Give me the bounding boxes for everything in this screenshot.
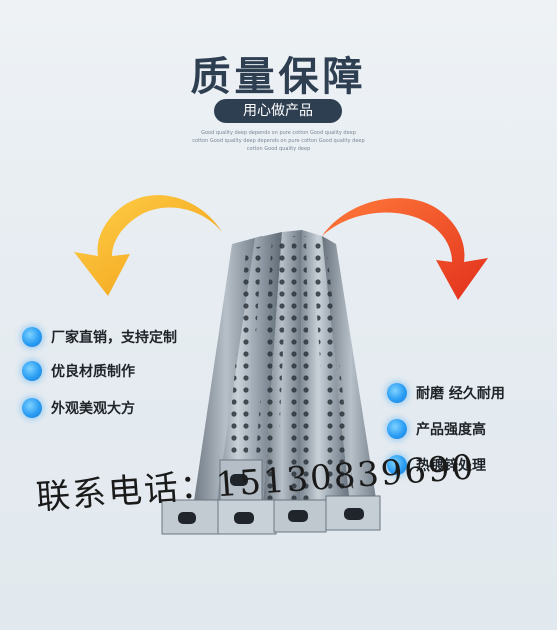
left-arrow-icon bbox=[74, 195, 222, 296]
bullet-icon bbox=[22, 361, 42, 381]
subtitle-badge: 用心做产品 bbox=[214, 99, 342, 123]
feature-label: 热镀锌处理 bbox=[416, 458, 486, 474]
fine-print-line: Good quality deep depends on pure cotton… bbox=[201, 130, 356, 136]
feature-left-1: 厂家直销，支持定制 bbox=[22, 327, 177, 347]
right-arrow-icon bbox=[322, 198, 488, 300]
feature-label: 产品强度高 bbox=[416, 422, 486, 438]
bullet-icon bbox=[22, 327, 42, 347]
feature-right-1: 耐磨 经久耐用 bbox=[387, 383, 505, 403]
feature-left-2: 优良材质制作 bbox=[22, 361, 135, 381]
feature-label: 耐磨 经久耐用 bbox=[416, 386, 505, 402]
bullet-icon bbox=[387, 383, 407, 403]
feature-label: 厂家直销，支持定制 bbox=[51, 330, 177, 346]
feature-label: 外观美观大方 bbox=[51, 401, 135, 417]
fine-print-line: cotton Good quality deep bbox=[246, 146, 311, 152]
feature-label: 优良材质制作 bbox=[51, 364, 135, 380]
bullet-icon bbox=[387, 455, 407, 475]
bullet-icon bbox=[387, 419, 407, 439]
bullet-icon bbox=[22, 398, 42, 418]
feature-left-3: 外观美观大方 bbox=[22, 398, 135, 418]
feature-right-3: 热镀锌处理 bbox=[387, 455, 486, 475]
fine-print-line: cotton Good quality deep depends on pure… bbox=[192, 138, 365, 144]
steel-planks bbox=[161, 230, 381, 535]
page-title: 质量保障 bbox=[190, 53, 367, 100]
feature-right-2: 产品强度高 bbox=[387, 419, 486, 439]
